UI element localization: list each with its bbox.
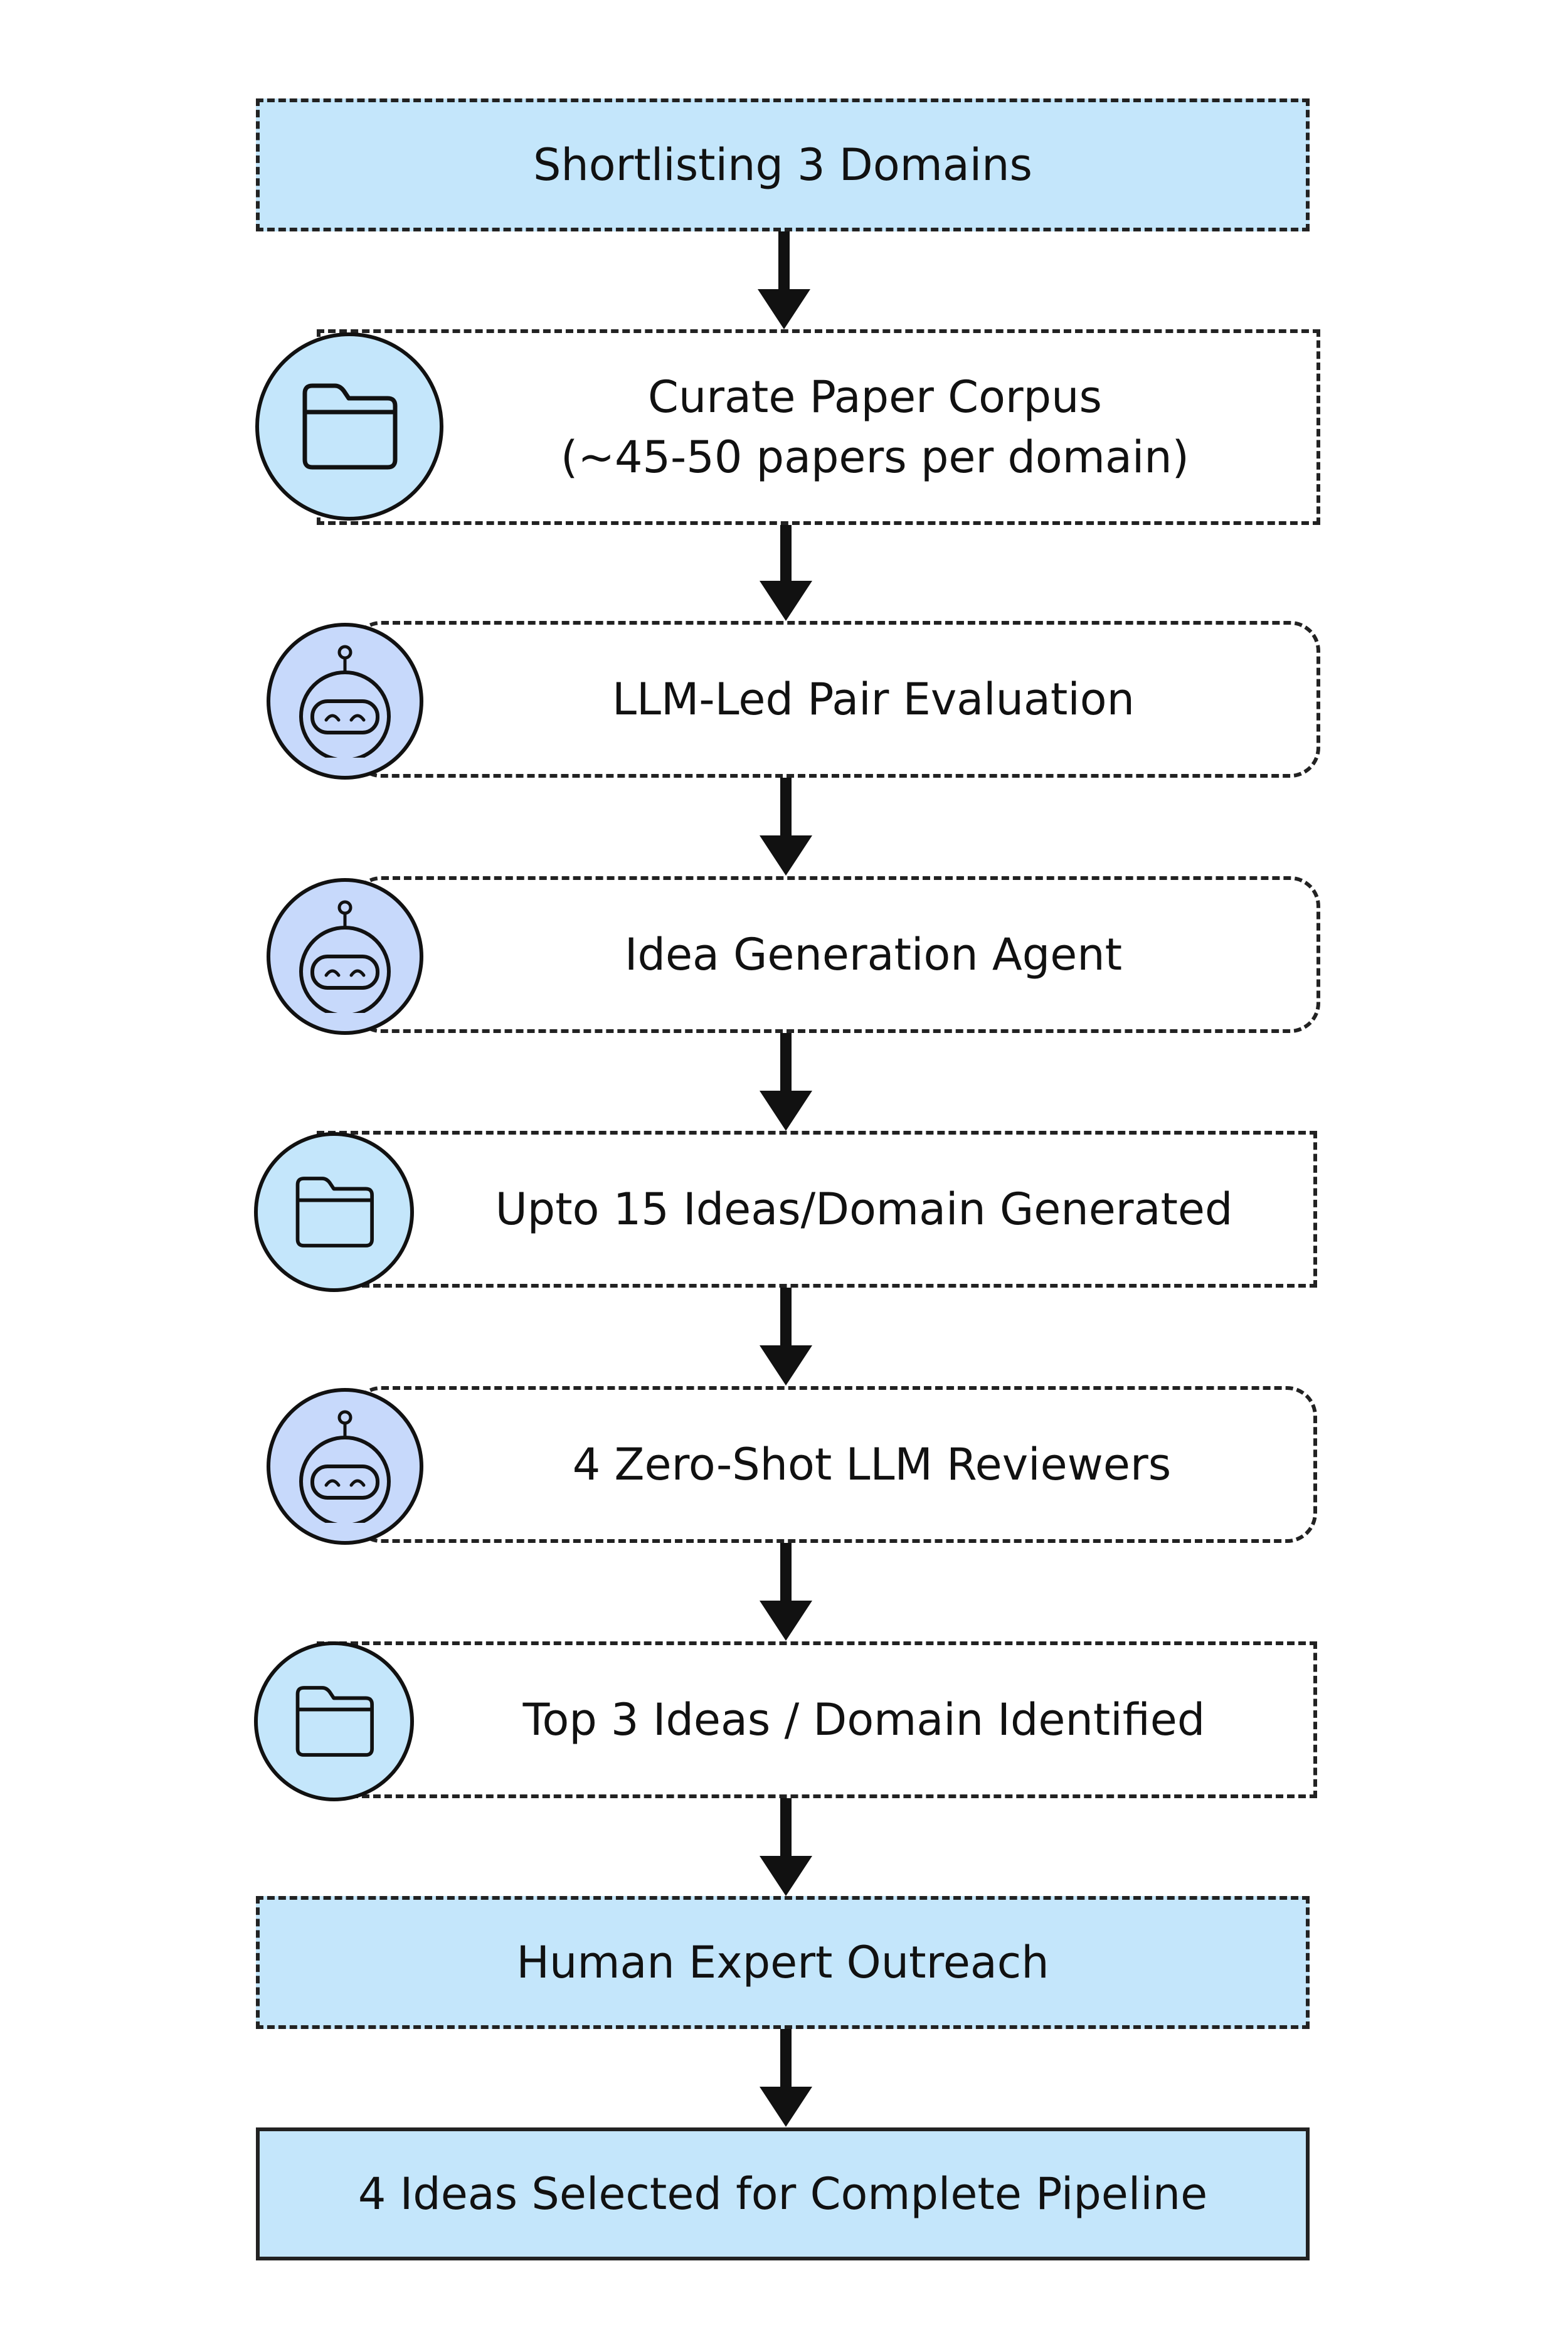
step-selected-label: 4 Ideas Selected for Complete Pipeline [358,2168,1208,2220]
step-shortlist-label: Shortlisting 3 Domains [532,139,1033,191]
arrow-4 [760,1033,812,1131]
arrow-5 [760,1288,812,1385]
top-ideas-icon-circle [254,1641,414,1801]
robot-icon [299,900,391,1013]
pair-eval-icon-circle [267,623,423,780]
reviewers-icon-circle [267,1388,423,1545]
step-reviewers-label: 4 Zero-Shot LLM Reviewers [572,1439,1172,1490]
step-reviewers-box: 4 Zero-Shot LLM Reviewers [351,1386,1317,1543]
arrow-7 [760,1798,812,1896]
step-idea-gen-label: Idea Generation Agent [624,929,1123,980]
step-top-ideas-box: Top 3 Ideas / Domain Identified [317,1641,1317,1798]
ideas-generated-icon-circle [254,1132,414,1292]
arrow-3 [760,778,812,876]
robot-icon [299,645,391,758]
step-top-ideas-label: Top 3 Ideas / Domain Identified [522,1694,1205,1745]
folder-icon [295,1686,374,1757]
arrow-2 [760,525,812,621]
step-pair-eval-label: LLM-Led Pair Evaluation [612,674,1135,725]
idea-gen-icon-circle [267,878,423,1035]
folder-icon [302,383,398,470]
step-idea-gen-box: Idea Generation Agent [351,876,1320,1033]
step-selected-box: 4 Ideas Selected for Complete Pipeline [256,2127,1310,2260]
step-curate-label: Curate Paper Corpus (~45-50 papers per d… [561,371,1189,483]
step-ideas-generated-box: Upto 15 Ideas/Domain Generated [317,1131,1317,1288]
step-ideas-generated-label: Upto 15 Ideas/Domain Generated [495,1184,1233,1235]
arrow-6 [760,1543,812,1641]
folder-icon [295,1177,374,1248]
curate-icon-circle [255,332,443,521]
step-shortlist-box: Shortlisting 3 Domains [256,98,1310,231]
step-outreach-box: Human Expert Outreach [256,1896,1310,2029]
step-curate-box: Curate Paper Corpus (~45-50 papers per d… [317,329,1320,525]
robot-icon [299,1410,391,1523]
step-pair-eval-box: LLM-Led Pair Evaluation [351,621,1320,778]
arrow-8 [760,2029,812,2127]
arrow-1 [758,231,810,329]
step-outreach-label: Human Expert Outreach [516,1937,1049,1988]
